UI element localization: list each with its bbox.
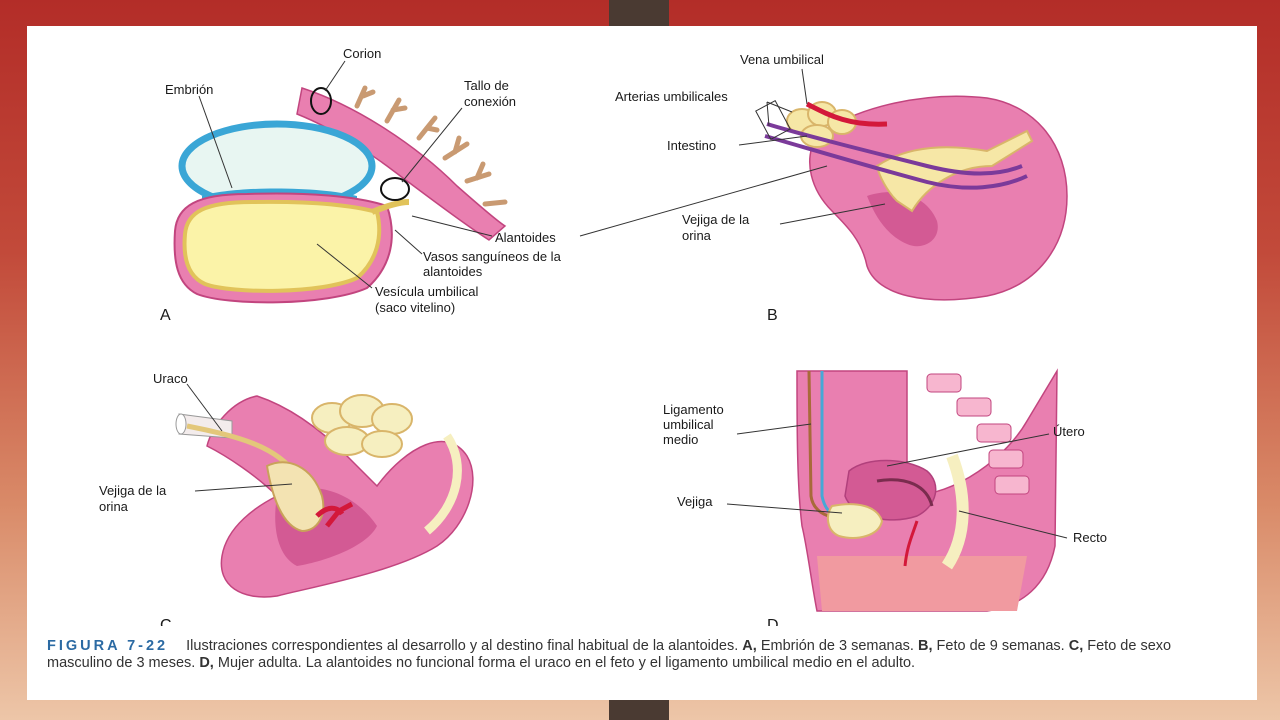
fetus-limb-b (867, 192, 938, 247)
label-vasos-2: alantoides (423, 264, 483, 279)
leader-embrion (198, 95, 233, 189)
label-vejiga-b-1: Vejiga de la (682, 212, 750, 227)
yolk-sac (182, 199, 382, 293)
label-ligamento-2: umbilical (663, 417, 714, 432)
caption-b-label: B, (918, 638, 933, 654)
label-alantoides: Alantoides (495, 230, 556, 245)
label-recto: Recto (1073, 530, 1107, 545)
label-ligamento-3: medio (663, 432, 698, 447)
caption-a-text: Embrión de 3 semanas. (760, 638, 914, 654)
label-embrion: Embrión (165, 82, 213, 97)
leader-vejiga-b (779, 203, 886, 225)
lower-trunk-d (817, 556, 1027, 611)
caption-d-text: Mujer adulta. La alantoides no funcional… (217, 655, 916, 671)
label-vena: Vena umbilical (740, 52, 824, 67)
label-utero: Útero (1053, 424, 1085, 439)
label-ligamento-1: Ligamento (663, 402, 724, 417)
caption-d-label: D, (199, 655, 214, 671)
label-vejiga-c-2: orina (99, 499, 129, 514)
label-vasos-1: Vasos sanguíneos de la (423, 249, 562, 264)
panel-label-d: D (767, 617, 779, 626)
panel-label-c: C (160, 617, 172, 626)
panel-label-a: A (160, 307, 171, 324)
leader-vesicula (316, 243, 373, 289)
label-vejiga-d: Vejiga (677, 494, 713, 509)
vaginal-canal (903, 520, 919, 567)
intestine-c (311, 394, 413, 458)
bladder-d (826, 503, 884, 539)
leader-tallo (401, 107, 463, 183)
leader-intestino (738, 135, 808, 146)
leader-utero (886, 433, 1050, 467)
leader-uraco (186, 383, 223, 432)
leader-recto (958, 510, 1068, 539)
figure-caption: FIGURA 7-22 Ilustraciones correspondient… (47, 638, 1237, 672)
caption-c-label: C, (1068, 638, 1084, 654)
label-uraco: Uraco (153, 371, 188, 386)
label-tallo-1: Tallo de (464, 78, 509, 93)
slide: Corion Embrión Tallo de conexión Alantoi… (27, 26, 1257, 700)
uterine-tube (876, 478, 934, 507)
label-intestino: Intestino (667, 138, 716, 153)
cord-stump-end (175, 413, 187, 435)
chorion-ring-marker (310, 87, 332, 115)
bladder-c (265, 461, 325, 533)
umbilical-cord-box (755, 100, 791, 140)
caption-c-text: Feto de sexo masculino de 3 meses. (47, 638, 1172, 671)
caption-text-1: Ilustraciones correspondientes al desarr… (186, 638, 739, 654)
leader-alantoides-a (411, 215, 493, 237)
label-arterias: Arterias umbilicales (615, 89, 728, 104)
caption-b-text: Feto de 9 semanas. (936, 638, 1065, 654)
panel-d: Ligamento umbilical medio Útero Vejiga R… (663, 368, 1107, 634)
panel-c: Uraco Vejiga de la orina C (99, 371, 474, 634)
leader-arterias (766, 101, 793, 127)
umbilical-artery-1 (766, 122, 1023, 176)
panel-a: Corion Embrión Tallo de conexión Alantoi… (160, 46, 562, 324)
leader-vejiga-c (194, 483, 293, 492)
chorionic-villi (354, 85, 508, 207)
spine-c (424, 433, 462, 535)
label-tallo-2: conexión (464, 94, 516, 109)
allantois-duct (370, 199, 410, 215)
label-vesicula-1: Vesícula umbilical (375, 284, 478, 299)
caption-a-label: A, (742, 638, 757, 654)
allantois-figure: Corion Embrión Tallo de conexión Alantoi… (99, 46, 1107, 634)
red-structure-c (315, 501, 354, 528)
label-vejiga-c-1: Vejiga de la (99, 483, 167, 498)
leader-vejiga-d (726, 503, 843, 514)
vertebrae (926, 373, 1030, 495)
umbilical-artery-2 (764, 134, 1028, 190)
caption-figure-label: FIGURA 7-22 (47, 638, 169, 654)
stalk-ring-marker (380, 177, 410, 201)
leader-vasos (394, 229, 423, 255)
panel-label-b: B (767, 307, 778, 324)
leader-ligamento (736, 423, 812, 435)
leader-corion (324, 60, 346, 92)
leader-alantoides-b (579, 165, 828, 237)
rectum-d (941, 453, 969, 570)
leader-vena (801, 68, 808, 105)
top-tab-decoration (609, 0, 669, 26)
bottom-tab-decoration (609, 700, 669, 720)
label-corion: Corion (343, 46, 381, 61)
label-vejiga-b-2: orina (682, 228, 712, 243)
umbilical-vein (805, 101, 888, 127)
label-vesicula-2: (saco vitelino) (375, 300, 455, 315)
panel-b: Vena umbilical Arterias umbilicales Inte… (579, 52, 1068, 324)
